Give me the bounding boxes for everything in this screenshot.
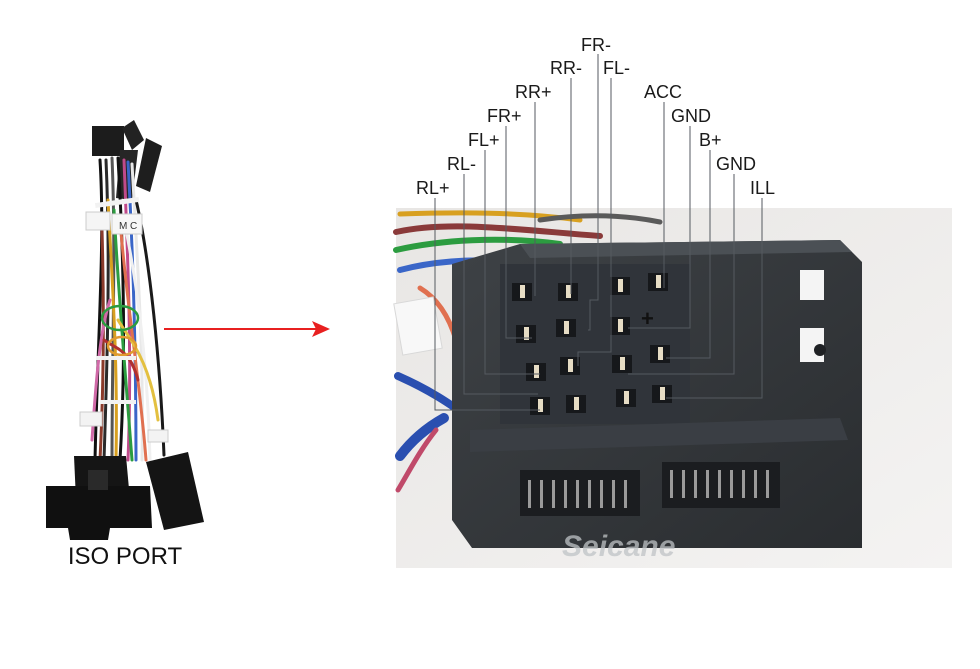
- label-acc: ACC: [644, 82, 682, 102]
- label-rr-minus: RR-: [550, 58, 582, 78]
- pin-contact: [568, 359, 573, 372]
- pin-contact: [618, 319, 623, 332]
- label-fl-minus: FL-: [603, 58, 630, 78]
- leader-fr-plus: [505, 126, 532, 339]
- label-gnd-lower: GND: [716, 154, 756, 174]
- harness-label-tag: [85, 211, 111, 231]
- pin-label-group: FR- RR- FL- RR+ ACC FR+ GND FL+ B+ RL- G…: [416, 35, 775, 198]
- label-rl-plus: RL+: [416, 178, 450, 198]
- label-fl-plus: FL+: [468, 130, 500, 150]
- harness-side-plug: [146, 452, 204, 530]
- pin-contact: [574, 397, 579, 410]
- connector-photo: + Seicane: [393, 208, 952, 568]
- pin-contact: [618, 279, 623, 292]
- harness-top-plug: [92, 126, 124, 156]
- leader-rl-plus: [434, 198, 540, 411]
- harness-iso-plug: [46, 486, 152, 540]
- pin-contact: [566, 285, 571, 298]
- leader-rl-minus: [463, 174, 538, 395]
- pin-contact: [656, 275, 661, 288]
- harness-tag-c: C: [130, 221, 137, 232]
- pin-contact: [538, 399, 543, 412]
- wiring-harness-illustration: M C: [46, 120, 204, 540]
- leader-gnd-lower: [628, 174, 735, 375]
- direction-arrow: [164, 321, 330, 337]
- pin-contact: [524, 327, 529, 340]
- label-rl-minus: RL-: [447, 154, 476, 174]
- pin-contact: [658, 347, 663, 360]
- pin-contact: [660, 387, 665, 400]
- leader-fl-minus: [577, 78, 612, 366]
- harness-caption: ISO PORT: [67, 543, 183, 570]
- pin-contact: [520, 285, 525, 298]
- watermark: Seicane: [562, 530, 675, 563]
- leader-gnd-upper: [628, 126, 691, 329]
- harness-audio-jack: [136, 138, 162, 192]
- connector-pins: [512, 273, 672, 415]
- leader-fr-minus: [588, 54, 599, 331]
- connector-plus-mark: +: [641, 306, 654, 331]
- label-b-plus: B+: [699, 130, 722, 150]
- label-fr-plus: FR+: [487, 106, 522, 126]
- label-ill: ILL: [750, 178, 775, 198]
- label-gnd-upper: GND: [671, 106, 711, 126]
- label-fr-minus: FR-: [581, 35, 611, 55]
- pin-contact: [534, 365, 539, 378]
- leader-ill: [666, 198, 763, 399]
- leader-fl-plus: [484, 150, 540, 375]
- pin-contact: [564, 321, 569, 334]
- pin-contact: [620, 357, 625, 370]
- leader-b-plus: [666, 150, 711, 359]
- harness-tag-m: M: [119, 221, 127, 232]
- connector-slot-upper: [800, 270, 824, 300]
- pin-contact: [624, 391, 629, 404]
- pin-leader-lines: [434, 54, 763, 411]
- label-rr-plus: RR+: [515, 82, 552, 102]
- harness-mc-tag: [111, 213, 143, 235]
- lower-pin-block-left: [520, 470, 640, 516]
